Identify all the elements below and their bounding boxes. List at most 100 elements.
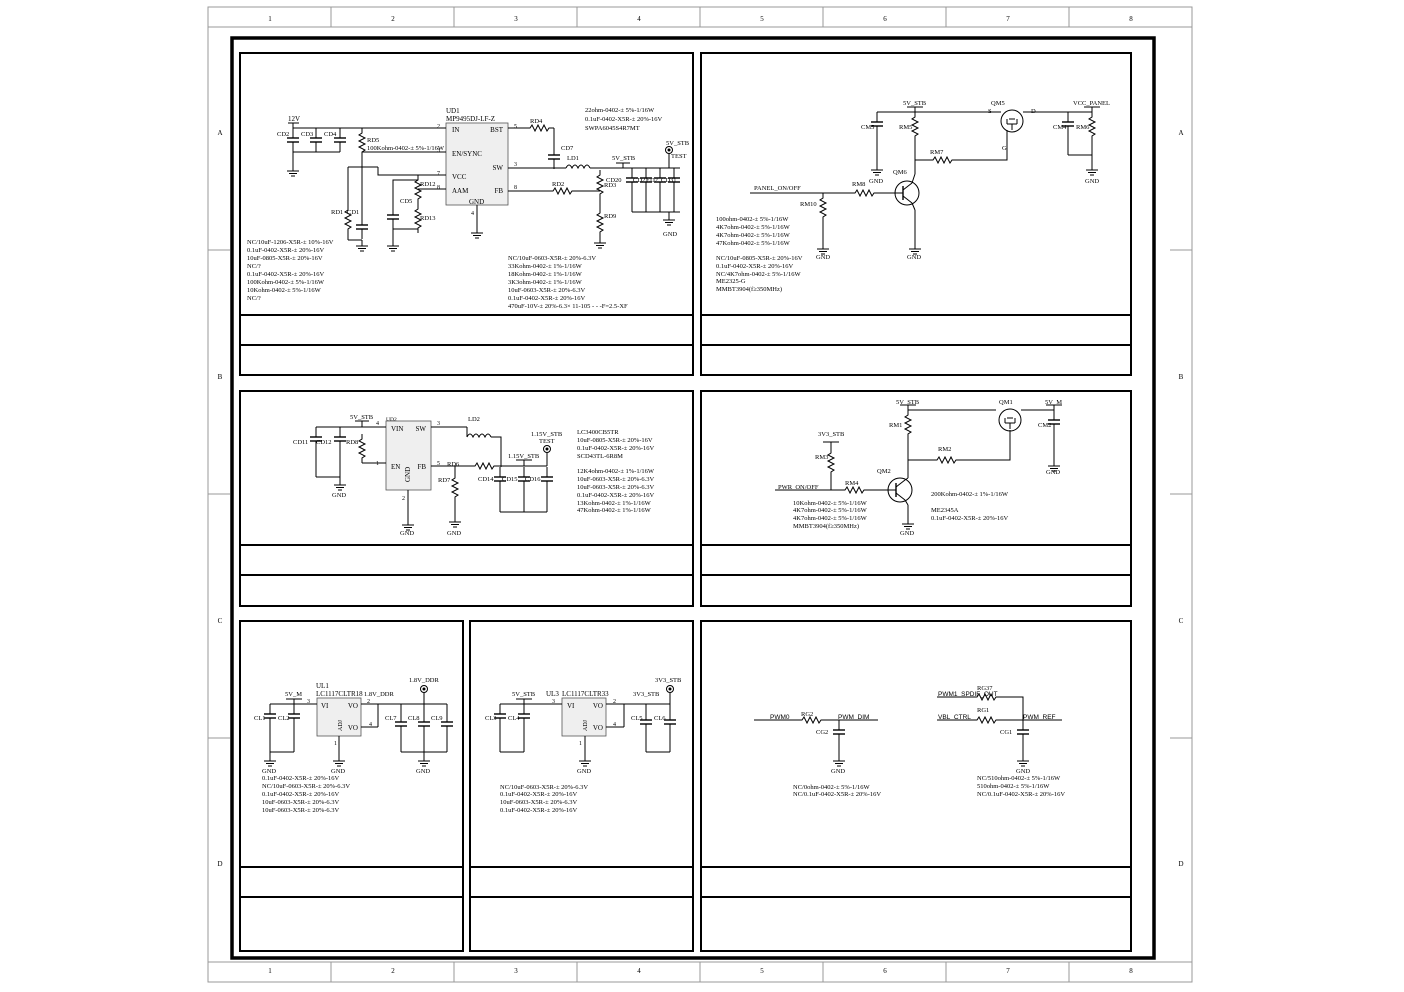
ud1-pinnum-bst: 5 — [514, 124, 517, 130]
ud1-pin-in: IN — [452, 126, 459, 134]
net-5v-m: 5V_M — [1045, 399, 1062, 406]
gnd-label-rm10: GND — [816, 254, 830, 261]
note-right-5: 10uF-0603-X5R-± 20%-6.3V — [508, 287, 586, 294]
net-5v-stb-tp: 5V_STB — [666, 140, 690, 147]
ud1-ref: UD1 — [446, 107, 460, 115]
col-ticks — [208, 7, 1192, 982]
ref-rd8: RD8 — [346, 439, 358, 446]
gnd-label-1: GND — [663, 231, 677, 238]
ref-cd2: CD2 — [277, 131, 289, 138]
ul3-pinnum-adj: 1 — [579, 741, 582, 747]
ref-rd2: RD2 — [552, 181, 564, 188]
net-5v-stb-6: 5V_STB — [512, 691, 536, 698]
col-1-bottom: 1 — [268, 967, 272, 975]
ref-rd9: RD9 — [604, 213, 616, 220]
ref-rd1: RD1 — [331, 209, 343, 216]
ref-qm5: QM5 — [991, 100, 1005, 107]
ref-cl5: CL5 — [631, 715, 643, 722]
row-d: D — [217, 860, 222, 868]
b4-note-r1: 200Kohm-0402-± 1%-1/16W — [931, 491, 1009, 498]
b2-note-8: NC/4K7ohm-0402-± 5%-1/16W — [716, 271, 801, 278]
note-left-5: 0.1uF-0402-X5R-± 20%-16V — [247, 271, 325, 278]
ref-rm7: RM7 — [930, 149, 944, 156]
b2-note-3: 4K7ohm-0402-± 5%-1/16W — [716, 232, 791, 239]
ref-cd7: CD7 — [561, 145, 574, 152]
b5-note-3: 0.1uF-0402-X5R-± 20%-16V — [262, 791, 340, 798]
note-right-1: NC/10uF-0603-X5R-± 20%-6.3V — [508, 255, 596, 262]
note-right-2: 33Kohm-0402-± 1%-1/16W — [508, 263, 583, 270]
b3-note-3: 0.1uF-0402-X5R-± 20%-16V — [577, 445, 655, 452]
ud1-pin-en: EN/SYNC — [452, 150, 482, 158]
net-5v-m-5: 5V_M — [285, 691, 302, 698]
b6-note-3: 10uF-0603-X5R-± 20%-6.3V — [500, 799, 578, 806]
ul1-pinnum-vo: 2 — [367, 699, 370, 705]
ref-rm5: RM5 — [899, 124, 912, 131]
ul3-ref: UL3 — [546, 690, 559, 698]
net-1v15-stb: 1.15V_STB — [531, 431, 563, 438]
col-8-bottom: 8 — [1129, 967, 1133, 975]
ud2-pinnum-en: 1 — [376, 461, 379, 467]
net-pwm1-spdif-out: PWM1_SPDIF_OUT — [938, 691, 998, 698]
gnd-label-qm6: GND — [907, 254, 921, 261]
gnd-label-b5-2: GND — [331, 768, 345, 775]
b3-note-10: 13Kohm-0402-± 1%-1/16W — [577, 500, 652, 507]
ud2-pin-sw: SW — [416, 425, 427, 433]
col-4: 4 — [637, 15, 641, 23]
ref-ed2: ED2 — [646, 177, 658, 184]
block-3v3-ldo: UL3 LC1117CLTR33 VI VO VO ADJ 3 2 4 1 5V… — [485, 677, 682, 814]
note-right-3: 18Kohm-0402-± 1%-1/16W — [508, 271, 583, 278]
gnd-label-rm6: GND — [1085, 178, 1099, 185]
ref-cl7: CL7 — [385, 715, 397, 722]
ud2-pin-gnd: GND — [404, 467, 412, 482]
block-1v15-buck: UD2 VIN SW EN FB GND 4 1 3 5 2 5V_STB CD… — [293, 414, 655, 537]
ud2-pinnum-vin: 4 — [376, 421, 379, 427]
qm5-pin-s: S — [988, 108, 992, 115]
row-a: A — [217, 129, 222, 137]
b6-note-1: NC/10uF-0603-X5R-± 20%-6.3V — [500, 784, 588, 791]
ref-ld1: LD1 — [567, 155, 579, 162]
ref-rd13: RD13 — [420, 215, 436, 222]
rd5-value: 100Kohm-0402-± 5%-1/16W — [367, 145, 445, 152]
ref-qm1: QM1 — [999, 399, 1013, 406]
row-b: B — [218, 373, 223, 381]
b4-note-l1: 10Kohm-0402-± 5%-1/16W — [793, 500, 868, 507]
note-top-2: 0.1uF-0402-X5R-± 20%-16V — [585, 116, 663, 123]
ul1-pin-vo: VO — [348, 702, 358, 710]
ref-rg37: RG37 — [977, 685, 993, 692]
ud1-pin-sw: SW — [493, 164, 504, 172]
ud2-pinnum-sw: 3 — [437, 421, 440, 427]
ud1-pin-vcc: VCC — [452, 173, 467, 181]
note-right-4: 3K3ohm-0402-± 1%-1/16W — [508, 279, 583, 286]
ref-rd6: RD6 — [447, 461, 460, 468]
col-4-bottom: 4 — [637, 967, 641, 975]
net-1v8-ddr: 1.8V_DDR — [364, 691, 394, 698]
net-1v8-ddr-tp: 1.8V_DDR — [409, 677, 439, 684]
ud1-pinnum-fb: 8 — [514, 185, 517, 191]
ul3-part: LC1117CLTR33 — [562, 690, 609, 698]
col-2: 2 — [391, 15, 395, 23]
col-7-bottom: 7 — [1006, 967, 1010, 975]
net-pwm0: PWM0 — [770, 714, 790, 721]
ref-qm2: QM2 — [877, 468, 891, 475]
ul3-pin-vi: VI — [567, 702, 575, 710]
col-7: 7 — [1006, 15, 1010, 23]
col-3-bottom: 3 — [514, 967, 518, 975]
qm5-pin-g: G — [1002, 145, 1007, 152]
test-label-1: TEST — [671, 153, 687, 160]
net-pwm-dim: PWM_DIM — [838, 714, 869, 721]
block-1v8-ldo: UL1 LC1117CLTR18 VI VO VO ADJ 3 2 4 1 5V… — [254, 677, 454, 814]
net-3v3-stb-tp: 3V3_STB — [655, 677, 682, 684]
note-left-6: 100Kohm-0402-± 5%-1/16W — [247, 279, 325, 286]
b2-note-6: NC/10uF-0805-X5R-± 20%-16V — [716, 255, 803, 262]
b7-note-r1: NC/510ohm-0402-± 5%-1/16W — [977, 775, 1061, 782]
ud2-pin-en: EN — [391, 463, 400, 471]
ref-cd4: CD4 — [324, 131, 337, 138]
net-vcc-panel: VCC_PANEL — [1073, 100, 1110, 107]
block-5v-m-switch: 5V_STB RM1 RM2 QM1 5V_M CM2 GND QM2 GND … — [775, 399, 1062, 537]
ud1-pinnum-in: 2 — [437, 124, 440, 130]
ref-cd31: CD31 — [661, 177, 677, 184]
b7-note-l2: NC/0.1uF-0402-X5R-± 20%-16V — [793, 791, 881, 798]
ref-rd7: RD7 — [438, 477, 451, 484]
ref-cg2: CG2 — [816, 729, 828, 736]
